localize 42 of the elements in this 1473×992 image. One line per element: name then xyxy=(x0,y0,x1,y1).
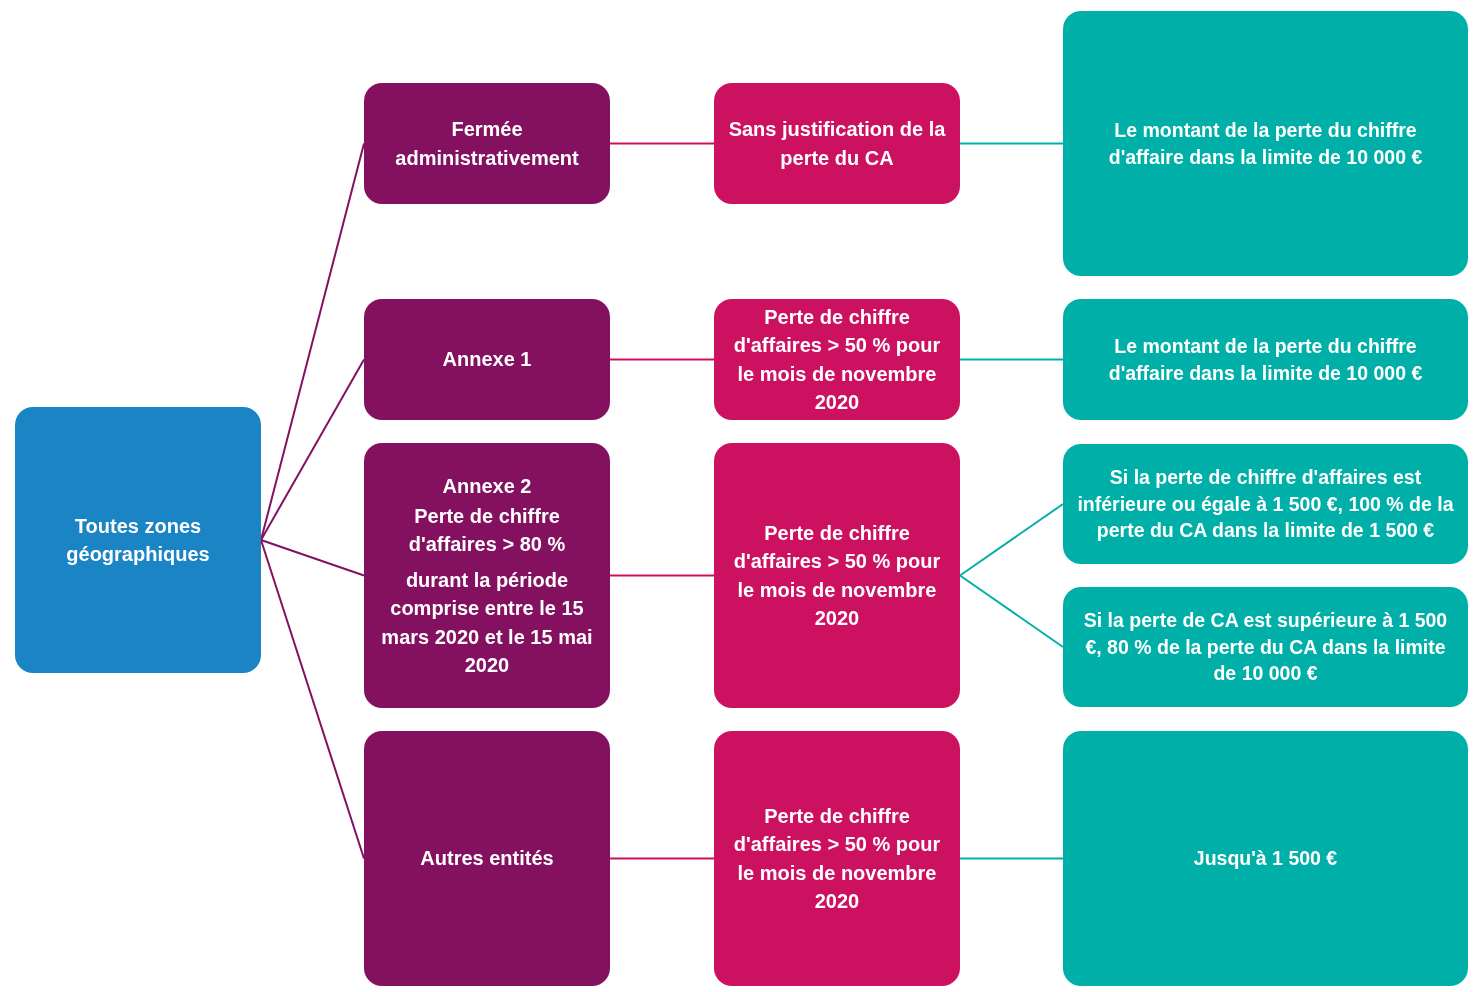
condition-box xyxy=(714,731,960,986)
result-box xyxy=(1063,731,1468,986)
connector-line xyxy=(609,574,715,577)
box-text: Autres entités xyxy=(420,846,554,872)
box-text: Annexe 1 xyxy=(442,347,532,373)
box-text: durant la période comprise entre le 15 mars 2020 et le 15 mai 2020 xyxy=(380,567,594,678)
result-box xyxy=(1063,299,1468,420)
connector-line xyxy=(959,574,1064,648)
category-box xyxy=(364,299,610,420)
box-text: Perte de chiffre d'affaires > 50 % pour le mois de novembre 2020 xyxy=(732,803,942,914)
box-text: Le montant de la perte du chiffre d'affaire dans la limite de 10 000 € xyxy=(1107,117,1424,170)
box-text: Perte de chiffre d'affaires > 80 % xyxy=(407,504,567,558)
category-box xyxy=(364,731,610,986)
category-box xyxy=(364,443,610,708)
condition-box xyxy=(714,83,960,204)
category-box xyxy=(364,83,610,204)
connector-line xyxy=(959,358,1064,361)
connector-line xyxy=(260,539,365,577)
box-text: Jusqu'à 1 500 € xyxy=(1193,846,1338,872)
box-text: Si la perte de CA est supérieure à 1 500 €, 80 % de la perte du CA dans la limite de 10 000 € xyxy=(1082,607,1449,687)
box-text: Si la perte de chiffre d'affaires est inférieure ou égale à 1 500 €, 100 % de la perte du CA dans la limite de 1 500 € xyxy=(1076,464,1455,544)
connector-line xyxy=(260,358,365,541)
connector-line xyxy=(959,142,1064,145)
connector-line xyxy=(609,358,715,361)
box-text: Fermée administrativement xyxy=(394,117,580,171)
connector-line xyxy=(959,503,1064,577)
condition-box xyxy=(714,299,960,420)
connector-line xyxy=(609,857,715,860)
connector-line xyxy=(260,539,365,860)
result-box xyxy=(1063,11,1468,276)
box-text: Annexe 2 xyxy=(442,473,532,499)
condition-box xyxy=(714,443,960,708)
result-box xyxy=(1063,444,1468,564)
result-box xyxy=(1063,587,1468,707)
box-text: Perte de chiffre d'affaires > 50 % pour le mois de novembre 2020 xyxy=(732,520,942,631)
connector-line xyxy=(959,857,1064,860)
box-text: Le montant de la perte du chiffre d'affaire dans la limite de 10 000 € xyxy=(1107,333,1424,386)
root-box xyxy=(15,407,261,673)
box-text: Toutes zones géographiques xyxy=(65,513,211,567)
connector-line xyxy=(609,142,715,145)
box-text: Sans justification de la perte du CA xyxy=(727,117,947,171)
box-text: Perte de chiffre d'affaires > 50 % pour le mois de novembre 2020 xyxy=(732,304,942,415)
